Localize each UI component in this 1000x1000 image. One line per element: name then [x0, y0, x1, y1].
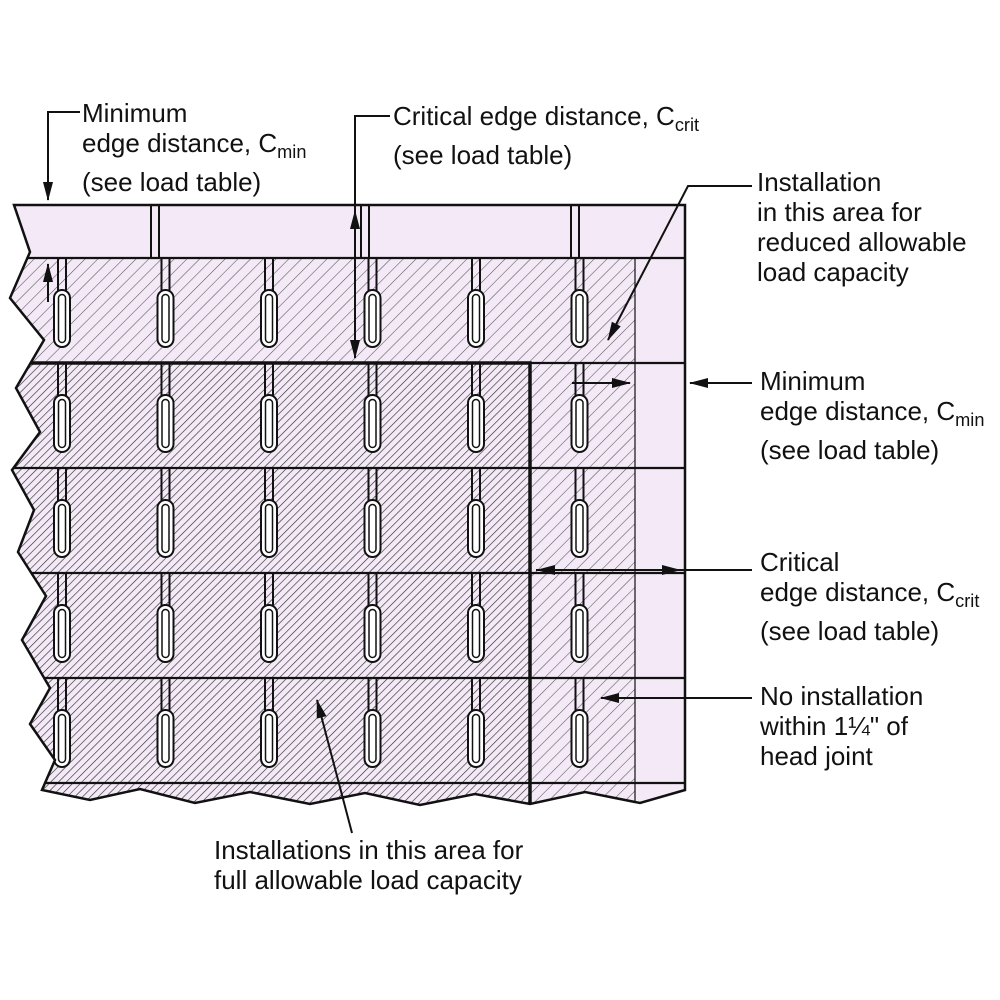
anchor-slot-outer — [156, 604, 175, 663]
leader-min-edge-top-outer-arrow — [43, 111, 80, 201]
anchor-slot-inner — [575, 293, 584, 344]
label-no-installation: No installation within 1¼" of head joint — [760, 681, 923, 771]
anchor-slot-inner — [57, 398, 67, 449]
label-reduced-capacity-area: Installation in this area for reduced al… — [757, 167, 967, 287]
anchor-slot-inner — [57, 713, 67, 764]
anchor-slot-outer — [53, 289, 71, 348]
leader-reduced-area-arrow — [607, 185, 752, 341]
label-line: edge distance, Ccrit — [760, 577, 980, 612]
anchor-slot-outer — [363, 604, 382, 663]
leaders — [43, 111, 752, 834]
label-line: Minimum — [760, 366, 866, 396]
anchor-slot-inner — [368, 503, 377, 554]
anchor-slot-outer — [467, 394, 485, 453]
anchor-slot-inner — [264, 293, 274, 344]
anchor-slot-inner — [161, 608, 170, 659]
label-line: edge distance, Cmin — [760, 396, 985, 431]
label-critical-edge-distance-top: Critical edge distance, Ccrit (see load … — [393, 101, 699, 170]
label-line: edge distance, Cmin — [82, 128, 307, 163]
anchor-slot-outer — [363, 394, 382, 453]
anchor-slot-inner — [264, 713, 274, 764]
label-line: No installation — [760, 681, 924, 711]
anchor-slot-inner — [575, 503, 584, 554]
anchor-slot-outer — [156, 499, 175, 558]
label-line: in this area for — [757, 197, 922, 227]
anchor-slot-outer — [570, 604, 589, 663]
anchor-slot-inner — [161, 398, 170, 449]
label-line: within 1¼" of — [760, 711, 908, 741]
anchor-slot-inner — [161, 713, 170, 764]
anchor-slot-inner — [471, 398, 481, 449]
anchor-slot-inner — [368, 398, 377, 449]
anchor-slot-inner — [471, 293, 481, 344]
anchor-slot-inner — [161, 293, 170, 344]
anchor-slot-inner — [264, 503, 274, 554]
anchor-slot-inner — [161, 503, 170, 554]
label-line: (see load table) — [393, 140, 573, 171]
anchor-slot-inner — [575, 608, 584, 659]
anchor-slot-outer — [570, 394, 589, 453]
anchor-slot-outer — [363, 499, 382, 558]
anchor-slot-outer — [53, 499, 71, 558]
label-line: full allowable load capacity — [214, 865, 522, 895]
anchor-slot-outer — [260, 604, 278, 663]
anchor-slot-outer — [156, 289, 175, 348]
anchor-slot-outer — [53, 394, 71, 453]
anchor-slot-inner — [368, 713, 377, 764]
anchor-slot-outer — [53, 604, 71, 663]
anchor-slot-outer — [260, 499, 278, 558]
label-line: load capacity — [757, 257, 909, 287]
label-critical-edge-distance-right: Critical edge distance, Ccrit (see load … — [760, 547, 979, 646]
anchor-slot-outer — [467, 604, 485, 663]
anchor-slot-inner — [57, 503, 67, 554]
label-line: reduced allowable — [757, 227, 967, 257]
anchor-slot-outer — [260, 289, 278, 348]
anchor-slot-outer — [570, 499, 589, 558]
anchor-slot-inner — [471, 503, 481, 554]
anchor-slot-inner — [471, 713, 481, 764]
anchor-slot-outer — [156, 394, 175, 453]
anchor-slot-inner — [368, 608, 377, 659]
full-capacity-boundary-line — [10, 361, 532, 805]
anchor-slot-inner — [264, 608, 274, 659]
anchor-slot-inner — [368, 293, 377, 344]
wall-interior — [10, 205, 685, 805]
label-line: (see load table) — [760, 435, 940, 466]
anchor-slot-inner — [575, 398, 584, 449]
label-full-capacity-area: Installations in this area for full allo… — [214, 835, 523, 895]
anchor-slot-inner — [57, 608, 67, 659]
label-minimum-edge-distance-top: Minimum edge distance, Cmin (see load ta… — [82, 98, 306, 197]
anchor-slot-inner — [264, 398, 274, 449]
anchor-slot-outer — [363, 709, 382, 768]
anchor-slot-outer — [156, 709, 175, 768]
label-line: Critical — [760, 547, 840, 577]
anchor-slot-inner — [575, 713, 584, 764]
anchor-slot-outer — [53, 709, 71, 768]
label-line: Critical edge distance, Ccrit — [393, 101, 700, 136]
label-line: Installation — [757, 167, 882, 197]
anchor-slot-outer — [467, 499, 485, 558]
label-line: (see load table) — [82, 167, 262, 198]
anchor-slot-inner — [471, 608, 481, 659]
anchor-slot-outer — [467, 709, 485, 768]
label-minimum-edge-distance-right: Minimum edge distance, Cmin (see load ta… — [760, 366, 984, 465]
anchor-slot-outer — [570, 289, 589, 348]
anchor-slot-outer — [260, 709, 278, 768]
anchor-slot-outer — [467, 289, 485, 348]
label-line: Installations in this area for — [214, 835, 524, 865]
anchor-slot-outer — [363, 289, 382, 348]
anchor-slot-outer — [570, 709, 589, 768]
label-line: head joint — [760, 741, 873, 771]
leader-full-area-arrow — [316, 699, 353, 834]
anchor-slot-inner — [57, 293, 67, 344]
label-line: Minimum — [82, 98, 188, 128]
anchor-slot-outer — [260, 394, 278, 453]
label-line: (see load table) — [760, 616, 940, 647]
